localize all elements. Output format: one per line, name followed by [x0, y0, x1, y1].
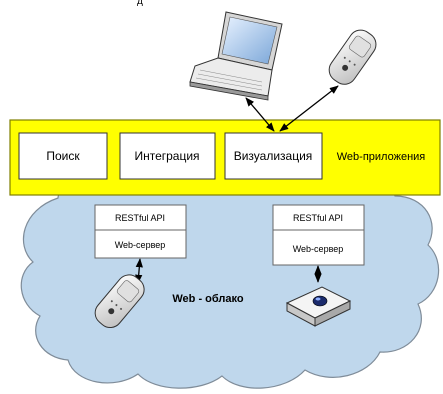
cloud-label: Web - облако [172, 293, 244, 305]
module-search-label: Поиск [46, 149, 80, 163]
web-cloud [20, 166, 440, 389]
top-partial-text: д [137, 0, 143, 7]
arrow-phone-visualization [279, 85, 339, 132]
laptop-icon [189, 11, 283, 101]
server-stack-right: RESTful API Web-сервер [272, 204, 365, 266]
web-server-label-right: Web-сервер [293, 244, 344, 254]
restful-api-label-left: RESTful API [115, 213, 165, 223]
mobile-phone-icon-bottom [94, 274, 145, 329]
restful-api-label-right: RESTful API [293, 213, 343, 223]
web-server-label-left: Web-сервер [115, 240, 166, 250]
arrow-laptop-visualization [245, 97, 275, 132]
module-visualization: Визуализация [224, 132, 323, 180]
web-apps-label: Web-приложения [337, 151, 426, 163]
module-integration-label: Интеграция [134, 149, 199, 163]
module-search: Поиск [18, 132, 108, 180]
mobile-phone-icon-top [328, 29, 377, 85]
module-integration: Интеграция [119, 132, 216, 180]
server-stack-left: RESTful API Web-сервер [94, 204, 187, 259]
module-visualization-label: Визуализация [234, 149, 313, 163]
device-icon [285, 286, 352, 327]
